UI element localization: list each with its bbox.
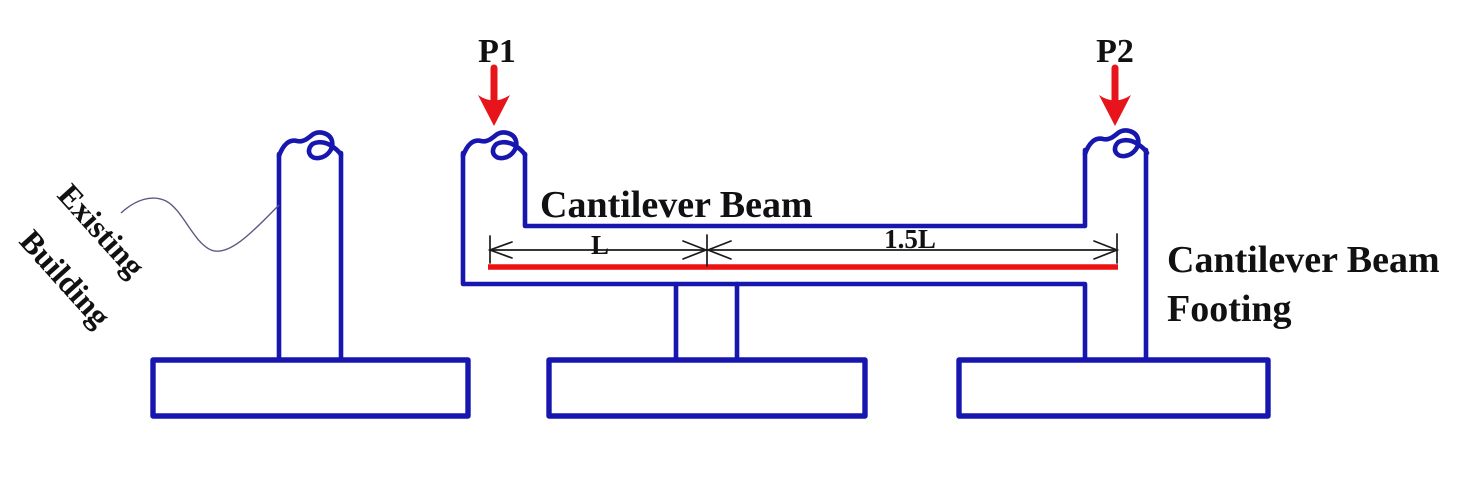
p1-arrowhead-icon (478, 95, 510, 126)
load-p2-label: P2 (1096, 33, 1134, 70)
p2-arrowhead-icon (1099, 95, 1131, 126)
text-labels: Existing Building P1 P2 Cantilever Beam … (13, 33, 1440, 334)
structure-outlines (150, 131, 1271, 419)
middle-footing (546, 357, 868, 419)
load-arrows (478, 64, 1131, 126)
cantilever-beam-label: Cantilever Beam (540, 184, 813, 226)
dimension-arrowhead-left-icon (487, 241, 513, 259)
beam-left-column-break-icon (463, 133, 525, 159)
dimension-arrowhead-right-icon (1093, 240, 1120, 260)
cantilever-beam-footing-label-line2: Footing (1167, 288, 1292, 330)
existing-building-footing (150, 357, 471, 419)
dimension-group (487, 233, 1120, 267)
right-footing (956, 357, 1271, 419)
existing-building-column (276, 150, 344, 363)
dimension-label-1-5L: 1.5L (884, 224, 936, 254)
dimension-label-L: L (591, 230, 609, 260)
strap-beam-outline (460, 147, 1149, 363)
load-arrow-shafts (490, 64, 1119, 107)
load-arrow-heads (478, 95, 1131, 126)
load-p1-label: P1 (478, 33, 516, 70)
existing-building-leader-line (120, 197, 280, 252)
middle-pedestal-column (673, 281, 740, 363)
beam-right-column-break-icon (1085, 131, 1147, 157)
dimension-arrowhead-middle-icon (682, 240, 732, 260)
cantilever-beam-footing-label-line1: Cantilever Beam (1167, 239, 1440, 281)
existing-column-break-icon (279, 133, 341, 159)
